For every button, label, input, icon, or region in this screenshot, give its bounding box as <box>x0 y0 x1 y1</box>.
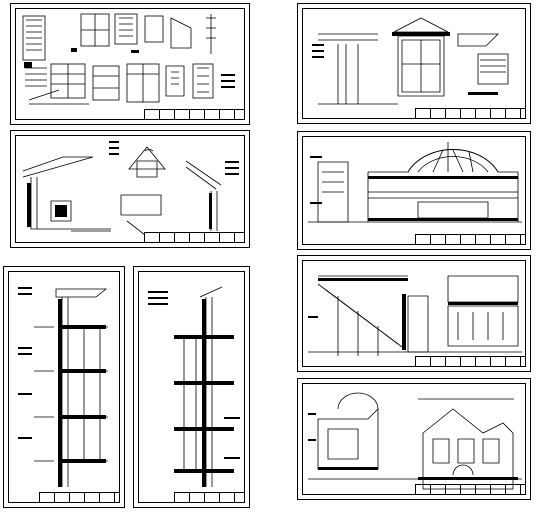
detail-drawings-1 <box>22 13 235 105</box>
drawing-sheet-2 <box>10 130 250 248</box>
title-block-6 <box>415 234 526 245</box>
detail-drawings-2 <box>22 141 239 236</box>
facade-elevation-drawing <box>308 392 522 490</box>
drawing-sheet-4 <box>133 266 250 508</box>
title-block-8 <box>415 484 526 495</box>
title-block-4 <box>174 492 245 503</box>
drawing-sheet-6 <box>297 131 531 250</box>
drawing-sheet-7 <box>297 255 531 372</box>
title-block-7 <box>415 356 526 367</box>
drawing-sheet-3 <box>3 266 125 508</box>
drawing-sheet-8 <box>297 378 531 500</box>
title-block-3 <box>39 492 120 503</box>
title-block-2 <box>144 232 245 243</box>
stair-section-drawing <box>308 275 522 356</box>
title-block-1 <box>144 109 245 120</box>
arched-gable-drawing <box>308 142 522 223</box>
drawing-sheet-1 <box>10 3 250 125</box>
entrance-elevation-drawing <box>312 17 509 105</box>
drawing-sheet-5 <box>297 3 531 124</box>
wall-section-drawing-4 <box>148 286 240 487</box>
wall-section-drawing-3 <box>18 287 108 487</box>
title-block-5 <box>415 108 526 119</box>
